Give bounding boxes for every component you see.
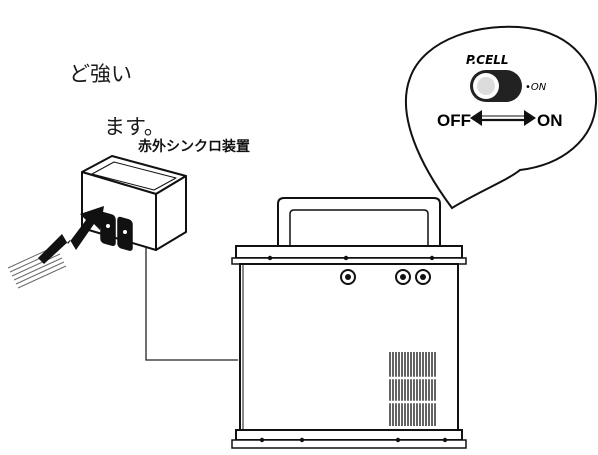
carry-handle bbox=[277, 197, 441, 246]
connector-jack-left-icon bbox=[340, 269, 356, 285]
infrared-signal-arrow-icon bbox=[7, 206, 104, 289]
callout-bubble bbox=[405, 25, 598, 210]
infrared-sync-unit-label: 赤外シンクロ装置 bbox=[138, 139, 250, 155]
callout-title: P.CELL bbox=[466, 53, 509, 67]
main-unit-device bbox=[231, 197, 467, 449]
sensor-window-icon bbox=[100, 211, 133, 251]
connector-jack-right-icon bbox=[415, 269, 431, 285]
callout-on-indicator: •ON bbox=[525, 82, 547, 93]
p-cell-switch-icon bbox=[470, 70, 522, 102]
callout-off-label: OFF bbox=[437, 111, 471, 130]
connection-cable bbox=[140, 239, 238, 361]
callout-on-label: ON bbox=[537, 111, 563, 130]
cut-off-text-line-2: ます。 bbox=[104, 115, 165, 139]
double-arrow-icon bbox=[470, 110, 536, 126]
infrared-sync-unit bbox=[81, 155, 187, 251]
vent-grille bbox=[389, 352, 436, 426]
connector-jack-middle-icon bbox=[395, 269, 411, 285]
cut-off-text-line-1: ど強い bbox=[69, 62, 132, 86]
